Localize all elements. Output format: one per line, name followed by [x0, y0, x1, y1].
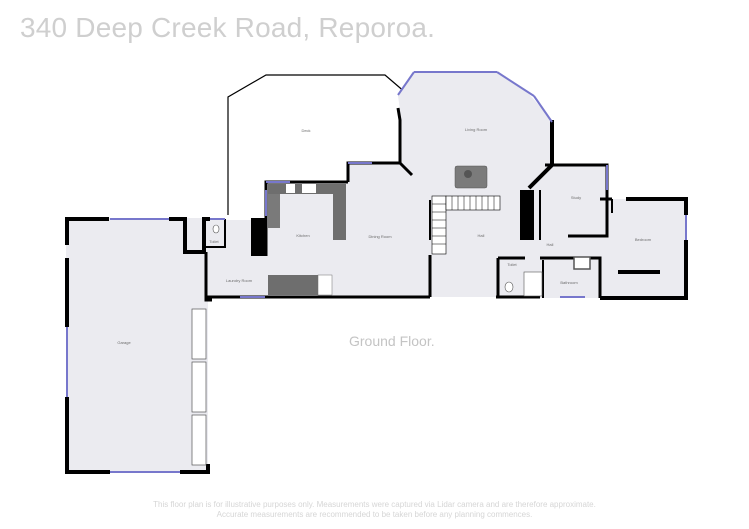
label-living-room: Living Room — [465, 127, 488, 132]
room-labels: Deck Living Room Study Kitchen Dining Ro… — [117, 127, 651, 345]
label-toilet-left: Toilet — [209, 239, 219, 244]
bathroom-vanity — [573, 256, 591, 270]
disclaimer-line-1: This floor plan is for illustrative purp… — [153, 500, 596, 509]
windows — [66, 71, 687, 473]
garage-doors — [191, 308, 207, 466]
floor-fills — [66, 72, 686, 471]
label-garage: Garage — [117, 340, 131, 345]
shower — [523, 271, 543, 297]
staircase — [431, 195, 501, 255]
label-bathroom: Bathroom — [560, 280, 578, 285]
label-hall-main: Hall — [478, 233, 485, 238]
fixtures — [191, 165, 591, 466]
floor-label: Ground Floor. — [349, 333, 435, 349]
kitchen-appliance-top — [286, 184, 295, 193]
label-study: Study — [571, 195, 581, 200]
disclaimer-line-2: Accurate measurements are recommended to… — [216, 510, 533, 519]
label-deck: Deck — [301, 128, 310, 133]
kitchen-counter-side — [333, 194, 346, 240]
kitchen-sink — [302, 184, 316, 193]
label-kitchen: Kitchen — [296, 233, 309, 238]
page-title: 340 Deep Creek Road, Reporoa. — [20, 12, 436, 43]
label-toilet-right: Toilet — [507, 262, 517, 267]
toilet-right-fixture — [504, 281, 514, 293]
label-bedroom: Bedroom — [635, 237, 652, 242]
label-laundry-room: Laundry Room — [226, 278, 253, 283]
kitchen-stove — [268, 194, 280, 228]
label-hall-small: Hall — [547, 242, 554, 247]
kitchen-counter-bottom — [268, 275, 328, 295]
fireplace — [454, 165, 488, 189]
disclaimer: This floor plan is for illustrative purp… — [0, 500, 749, 520]
toilet-left-fixture — [212, 224, 220, 234]
label-dining-room: Dining Room — [368, 234, 392, 239]
kitchen-appliance — [317, 274, 333, 296]
deck-area — [227, 74, 407, 215]
